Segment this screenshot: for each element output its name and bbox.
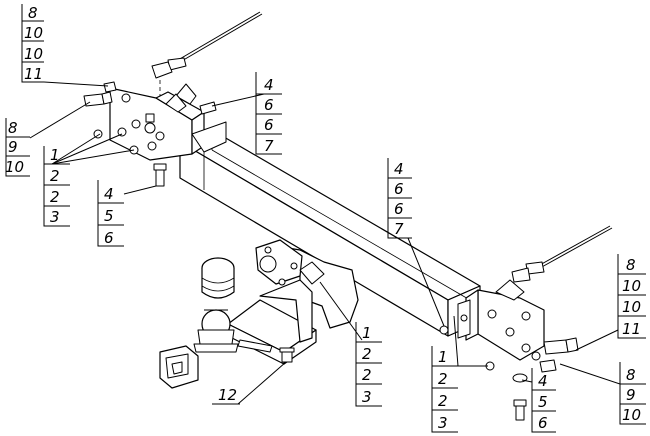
bolt-12 [279, 347, 295, 363]
callout-right-mid: 8 9 10 [619, 362, 646, 425]
callout-label: 8 [28, 4, 38, 22]
callout-label: 7 [264, 137, 274, 155]
callout-left-bolt: 4 5 6 [97, 180, 124, 247]
callout-label: 6 [104, 229, 114, 247]
callout-label: 3 [50, 208, 60, 226]
callout-label: 6 [394, 200, 404, 218]
callout-label: 1 [362, 324, 372, 342]
callout-label: 9 [626, 386, 636, 404]
callout-left-washers: 1 2 2 3 [43, 146, 70, 227]
safety-cable-left [151, 11, 263, 102]
callout-label: 5 [538, 393, 548, 411]
callout-top-left: 8 10 10 11 [21, 4, 44, 83]
callout-top-center: 4 6 6 7 [255, 72, 282, 155]
callout-right-top: 8 10 10 11 [617, 254, 646, 339]
callout-label: 3 [362, 388, 372, 406]
callout-left-mid: 8 9 10 [5, 118, 30, 177]
callout-center-right: 4 6 6 7 [387, 158, 412, 239]
left-fasteners [83, 81, 217, 187]
callout-label: 5 [104, 207, 114, 225]
socket-plug [159, 345, 199, 389]
callout-label: 4 [104, 185, 114, 203]
callout-label: 2 [50, 188, 60, 206]
right-fasteners [439, 325, 579, 421]
callout-label: 2 [438, 392, 448, 410]
callout-label: 10 [622, 406, 641, 424]
tow-ball [193, 309, 239, 353]
tow-ball-cap [201, 257, 235, 299]
callout-label: 8 [626, 256, 636, 274]
callout-label: 12 [218, 386, 237, 404]
callout-center-bracket: 1 2 2 3 [355, 322, 382, 407]
callout-label: 2 [438, 370, 448, 388]
callout-bottom-center: 1 2 2 3 [431, 346, 458, 433]
callout-bottom-right: 4 5 6 [531, 368, 556, 433]
callout-label: 10 [24, 24, 43, 42]
callout-label: 2 [50, 167, 60, 185]
callout-label: 8 [626, 366, 636, 384]
safety-cable-right [511, 225, 613, 283]
callout-bottom-left: 12 [212, 386, 240, 405]
callout-label: 10 [24, 45, 43, 63]
right-bracket [457, 279, 545, 361]
hitch-drawing [83, 11, 613, 421]
callout-label: 1 [50, 146, 60, 164]
callout-label: 8 [8, 119, 18, 137]
callout-label: 10 [622, 298, 641, 316]
callout-label: 10 [622, 277, 641, 295]
callout-label: 4 [538, 372, 548, 390]
callout-label: 2 [362, 345, 372, 363]
callout-label: 3 [438, 414, 448, 432]
callout-label: 6 [538, 414, 548, 432]
leader-lines [29, 81, 621, 405]
callout-label: 7 [394, 220, 404, 238]
callout-label: 1 [438, 348, 448, 366]
callout-label: 6 [264, 116, 274, 134]
tow-bar-arm [227, 279, 317, 365]
receiver-bracket [255, 239, 359, 329]
callout-label: 11 [24, 65, 43, 83]
callout-label: 10 [5, 158, 24, 176]
callout-label: 4 [264, 76, 274, 94]
callout-label: 6 [264, 96, 274, 114]
callout-label: 9 [8, 138, 18, 156]
left-bracket [109, 83, 227, 161]
callout-label: 2 [362, 366, 372, 384]
callout-label: 6 [394, 180, 404, 198]
callout-label: 11 [622, 320, 641, 338]
callout-label: 4 [394, 160, 404, 178]
